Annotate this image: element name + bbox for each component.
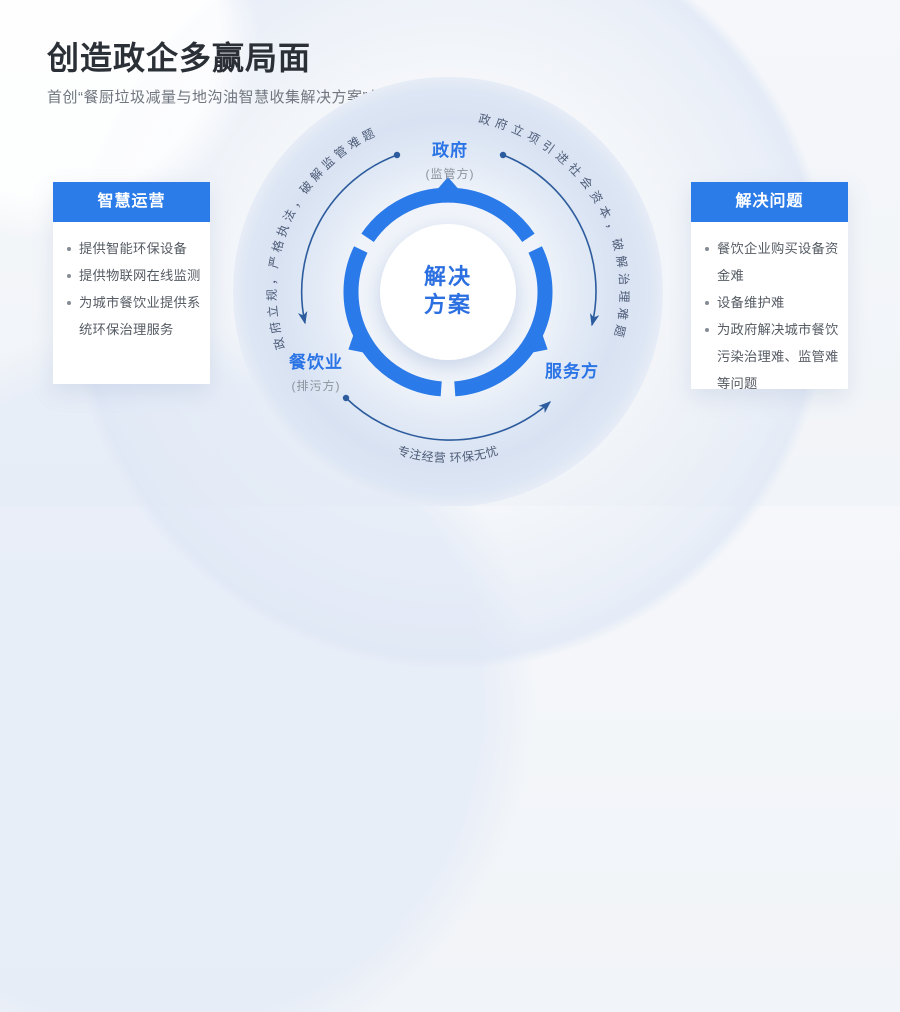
list-item: 提供物联网在线监测	[66, 262, 202, 289]
arrow-dot-right	[499, 151, 507, 159]
node-catering: 餐饮业 (排污方)	[256, 348, 376, 394]
ring-pointer-bottom-right	[526, 329, 548, 354]
arrow-government-to-service	[502, 154, 600, 327]
ring-pointers	[348, 177, 548, 354]
arrow-dot-bottom	[342, 394, 350, 402]
smart-operations-panel: 智慧运营 提供智能环保设备 提供物联网在线监测 为城市餐饮业提供系统环保治理服务	[53, 182, 210, 384]
bullet-dot	[705, 301, 709, 305]
center-label-line2: 方案	[423, 292, 472, 317]
solve-problems-header: 解决问题	[691, 182, 848, 222]
node-government-name: 政府	[432, 141, 468, 160]
bullet-dot	[67, 301, 71, 305]
ring-segment-top	[361, 187, 535, 243]
arrow-dot-left	[393, 151, 401, 159]
page-title: 创造政企多赢局面	[47, 40, 312, 76]
node-government-role: (监管方)	[425, 167, 475, 181]
node-catering-name: 餐饮业	[289, 353, 343, 372]
node-service-name: 服务方	[545, 362, 599, 381]
cycle-ring	[343, 187, 553, 397]
arrow-catering-to-service	[345, 397, 552, 441]
solve-problems-body: 餐饮企业购买设备资金难 设备维护难 为政府解决城市餐饮污染治理难、监管难等问题	[691, 222, 848, 407]
smart-operations-header: 智慧运营	[53, 182, 210, 222]
smart-operations-body: 提供智能环保设备 提供物联网在线监测 为城市餐饮业提供系统环保治理服务	[53, 222, 210, 353]
center-circle	[380, 224, 516, 360]
bullet-dot	[705, 328, 709, 332]
arrow-government-to-catering	[297, 154, 398, 325]
ring-segment-left	[343, 246, 442, 397]
list-item: 餐饮企业购买设备资金难	[704, 235, 840, 289]
bullet-dot	[67, 274, 71, 278]
bullet-dot	[705, 247, 709, 251]
relation-arrows	[297, 154, 600, 441]
bullet-dot	[67, 247, 71, 251]
node-catering-role: (排污方)	[291, 379, 341, 393]
list-item: 设备维护难	[704, 289, 840, 316]
solve-problems-panel: 解决问题 餐饮企业购买设备资金难 设备维护难 为政府解决城市餐饮污染治理难、监管…	[691, 182, 848, 391]
node-service: 服务方	[512, 357, 632, 382]
ring-segment-right	[454, 246, 553, 397]
ring-pointer-top	[434, 177, 462, 193]
solution-cycle-diagram: 政府立规，严格执法，破解监管难题 政府立项引进社会资本，破解治理难题 专注经营 …	[233, 77, 663, 506]
node-government: 政府 (监管方)	[390, 136, 510, 182]
center-label-line1: 解决	[423, 264, 472, 289]
list-item: 提供智能环保设备	[66, 235, 202, 262]
list-item: 为政府解决城市餐饮污染治理难、监管难等问题	[704, 316, 840, 397]
arrow-start-dots	[342, 151, 507, 402]
list-item: 为城市餐饮业提供系统环保治理服务	[66, 289, 202, 343]
center-label: 解决 方案	[398, 263, 498, 319]
ring-pointer-bottom-left	[348, 329, 370, 354]
